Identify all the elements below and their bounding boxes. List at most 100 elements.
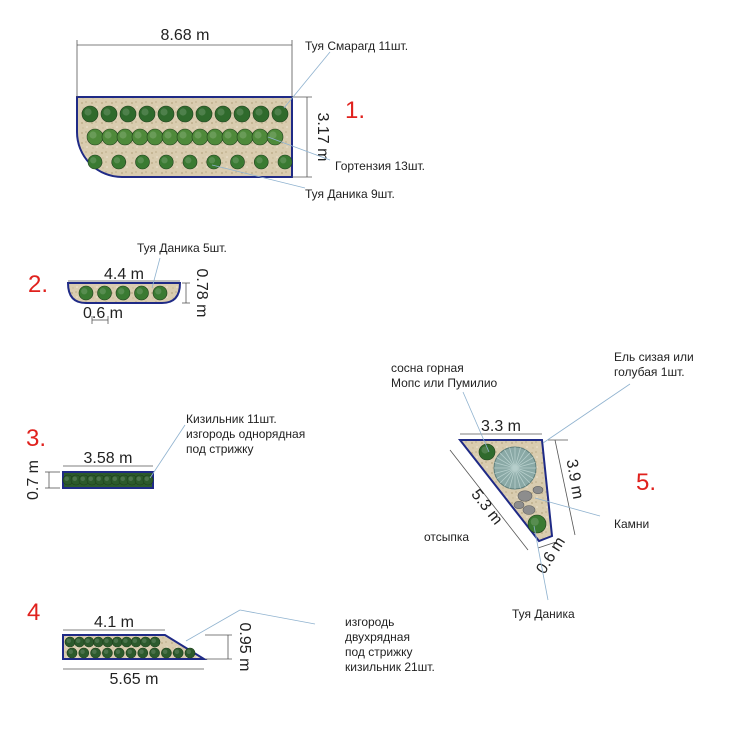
- spruce-needle: [499, 467, 516, 484]
- bed-1-number: 1.: [345, 97, 365, 124]
- cotoneaster-plant: [83, 636, 95, 648]
- hydrangea-plant: [236, 128, 254, 146]
- bed-5-right-dimension: 3.9 m: [563, 458, 587, 500]
- thuja-danica-plant: [78, 285, 94, 301]
- label-mountain-pine-line-2: Мопс или Пумилио: [391, 376, 498, 390]
- cotoneaster-plant: [90, 647, 101, 659]
- spruce-needle: [509, 467, 516, 489]
- mountain-pine-plant: [478, 443, 496, 461]
- hydrangea-plant: [161, 128, 179, 146]
- label-hedge-line-1: изгородь: [345, 615, 394, 629]
- thuja-smaragd-plant: [138, 105, 156, 123]
- spruce-needle: [514, 457, 534, 469]
- thuja-danica-plant: [182, 154, 198, 170]
- label-mountain-pine-line-1: сосна горная: [391, 361, 464, 375]
- spruce-needle: [504, 467, 516, 487]
- bed-3-width-dimension: 3.58 m: [84, 450, 133, 467]
- thuja-danica-plant: [115, 285, 131, 301]
- cotoneaster-plant: [111, 636, 123, 648]
- cotoneaster-plant: [93, 636, 104, 648]
- cotoneaster-plant: [149, 636, 161, 648]
- bed-2-number: 2.: [28, 271, 48, 298]
- hydrangea-plant: [116, 128, 134, 146]
- thuja-danica-plant: [97, 285, 112, 301]
- cotoneaster-plant: [126, 474, 138, 486]
- bed-3: 3.58 m 0.7 m 3. Кизильник 11шт. изгородь…: [25, 412, 305, 500]
- bed-5: 3.3 m 3.9 m 5.3 m 0.6 m 5. сосна горная …: [391, 350, 694, 621]
- thuja-smaragd-plant: [176, 105, 194, 123]
- spruce-needle: [514, 467, 536, 474]
- bed-2-height-dimension: 0.78 m: [193, 269, 210, 318]
- hydrangea-row: [86, 128, 284, 146]
- cotoneaster-plant: [74, 636, 85, 648]
- hydrangea-plant: [176, 128, 194, 146]
- thuja-danica-plant: [253, 154, 269, 170]
- spruce-needle: [504, 449, 516, 469]
- stone: [522, 505, 536, 515]
- thuja-smaragd-plant: [100, 105, 118, 123]
- bed-3-height-dimension: 0.7 m: [25, 460, 42, 500]
- bed-2-spacing-dimension: 0.6 m: [83, 305, 123, 322]
- label-hedge-line-2: двухрядная: [345, 630, 410, 644]
- cotoneaster-plant: [78, 647, 90, 659]
- spruce-needle: [514, 467, 531, 484]
- cotoneaster-plant: [94, 474, 106, 486]
- bed-1-width-dimension: 8.68 m: [161, 27, 210, 44]
- thuja-smaragd-plant: [119, 105, 137, 123]
- cotoneaster-plant: [121, 636, 132, 648]
- bed-2-width-dimension: 4.4 m: [104, 266, 144, 283]
- label-thuja-danica-5: Туя Даника 5шт.: [137, 241, 227, 255]
- hydrangea-plant: [146, 128, 164, 146]
- cotoneaster-plant: [140, 636, 151, 648]
- thuja-smaragd-plant: [233, 105, 251, 123]
- label-cotoneaster-line-3: под стрижку: [186, 442, 254, 456]
- thuja-danica-plant: [527, 514, 547, 534]
- thuja-danica-row: [87, 154, 293, 170]
- cotoneaster-plant: [161, 647, 172, 659]
- label-thuja-smaragd: Туя Смарагд 11шт.: [305, 39, 408, 53]
- spruce-needle: [514, 449, 526, 469]
- hydrangea-plant: [131, 128, 149, 146]
- bed-1: 8.68 m 3.17 m 1. Туя Смарагд 11шт. Горте…: [76, 27, 425, 201]
- label-hedge-line-3: под стрижку: [345, 645, 413, 659]
- spruce-needle: [514, 467, 521, 489]
- spruce-needle: [496, 457, 516, 469]
- spruce-needle: [499, 452, 516, 469]
- thuja-danica-plant: [152, 285, 168, 301]
- spruce-needle: [514, 447, 521, 469]
- thuja-danica-plant: [135, 154, 150, 170]
- label-hydrangea: Гортензия 13шт.: [335, 159, 425, 173]
- label-thuja-danica: Туя Даника: [512, 607, 575, 621]
- stone: [532, 485, 544, 495]
- thuja-smaragd-plant: [271, 105, 289, 123]
- cotoneaster-plant: [149, 647, 160, 659]
- bed-2: 4.4 m 0.78 m 0.6 m 2. Туя Даника 5шт.: [28, 241, 227, 324]
- spruce-needle: [514, 467, 534, 479]
- stone: [513, 500, 525, 510]
- thuja-smaragd-plant: [252, 105, 270, 123]
- hydrangea-plant: [251, 128, 269, 146]
- cotoneaster-plant: [142, 474, 154, 486]
- cotoneaster-plant: [110, 474, 122, 486]
- cotoneaster-plant: [102, 474, 114, 486]
- label-hedge-line-4: кизильник 21шт.: [345, 660, 435, 674]
- thuja-danica-plant: [230, 154, 245, 170]
- label-cotoneaster-line-2: изгородь однорядная: [186, 427, 305, 441]
- thuja-smaragd-plant: [81, 105, 99, 123]
- bed-4-height-dimension: 0.95 m: [236, 623, 253, 672]
- spruce-needle: [496, 467, 516, 479]
- spruce-needle: [514, 467, 526, 487]
- cotoneaster-plant: [66, 647, 78, 659]
- cotoneaster-plant: [184, 647, 196, 659]
- spruce-needle: [494, 467, 516, 474]
- bed-4: 4.1 m 5.65 m 0.95 m 4 изгородь двухрядна…: [27, 599, 435, 688]
- thuja-smaragd-plant: [195, 105, 213, 123]
- cotoneaster-plant: [86, 474, 98, 486]
- spruce-needle: [514, 452, 531, 469]
- hydrangea-plant: [86, 128, 104, 146]
- bed-5-top-dimension: 3.3 m: [481, 418, 521, 435]
- label-gravel: отсыпка: [424, 530, 469, 544]
- cotoneaster-plant: [113, 647, 125, 659]
- bed-4-number: 4: [27, 599, 40, 626]
- cotoneaster-plant: [172, 647, 184, 659]
